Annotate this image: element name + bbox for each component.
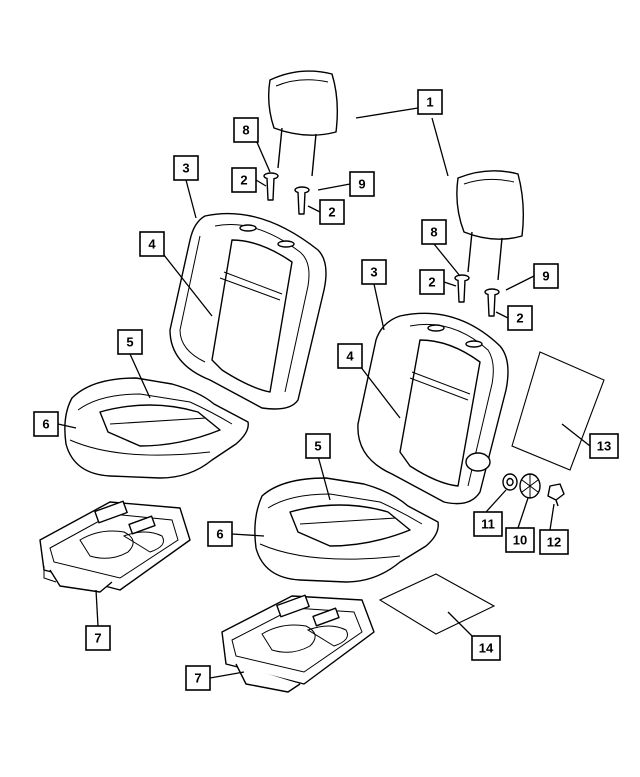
callout-2-right-a-label: 2: [428, 275, 435, 290]
headrest-guide-left-1: [263, 172, 279, 201]
callout-6-left: 6: [33, 411, 59, 437]
callout-1: 1: [417, 89, 443, 115]
callout-2-left-b-label: 2: [328, 205, 335, 220]
callout-6-left-label: 6: [42, 417, 49, 432]
seat-back-left: [169, 212, 327, 410]
callout-13: 13: [589, 433, 619, 459]
headrest-left: [267, 70, 339, 177]
callout-8-left-label: 8: [242, 123, 249, 138]
callout-8-right: 8: [421, 219, 447, 245]
callout-3-left: 3: [173, 155, 199, 181]
headrest-guide-right-2: [484, 288, 500, 317]
callout-12: 12: [539, 529, 569, 555]
callout-10-label: 10: [513, 533, 527, 548]
callout-3-left-label: 3: [182, 161, 189, 176]
callout-2-left-a: 2: [231, 167, 257, 193]
callout-14: 14: [471, 635, 501, 661]
callout-7-right-label: 7: [194, 671, 201, 686]
seat-cushion-left: [64, 377, 249, 479]
callout-9-right-label: 9: [542, 269, 549, 284]
callout-12-label: 12: [547, 535, 561, 550]
callout-5-right-label: 5: [314, 439, 321, 454]
seat-frame-right: [221, 594, 375, 693]
callout-9-left-label: 9: [358, 177, 365, 192]
callout-13-label: 13: [597, 439, 611, 454]
callout-2-left-a-label: 2: [240, 173, 247, 188]
seat-back-right: [357, 312, 509, 505]
callout-5-left-label: 5: [126, 335, 133, 350]
headrest-right: [456, 170, 525, 281]
callout-8-left: 8: [233, 117, 259, 143]
callout-6-right: 6: [207, 521, 233, 547]
headrest-guide-left-2: [294, 186, 310, 215]
callout-10: 10: [505, 527, 535, 553]
callout-3-right-label: 3: [370, 265, 377, 280]
seat-cushion-right: [254, 477, 439, 583]
callout-9-right: 9: [533, 263, 559, 289]
callout-3-right: 3: [361, 259, 387, 285]
callout-4-left-label: 4: [148, 237, 156, 252]
callout-4-right: 4: [337, 343, 363, 369]
callout-2-left-b: 2: [319, 199, 345, 225]
callout-1-label: 1: [426, 95, 433, 110]
callout-6-right-label: 6: [216, 527, 223, 542]
seat-cushion-pad: [378, 573, 496, 635]
callout-5-left: 5: [117, 329, 143, 355]
leader-lines: [57, 107, 591, 679]
callout-7-left-label: 7: [94, 631, 101, 646]
callout-8-right-label: 8: [430, 225, 437, 240]
callout-2-right-b-label: 2: [516, 311, 523, 326]
callout-2-right-b: 2: [507, 305, 533, 331]
callout-5-right: 5: [305, 433, 331, 459]
headrest-guide-right-1: [454, 274, 470, 303]
callout-4-right-label: 4: [346, 349, 354, 364]
callout-7-right: 7: [185, 665, 211, 691]
callout-7-left: 7: [85, 625, 111, 651]
seat-frame-left: [39, 500, 191, 593]
push-fastener: [547, 483, 565, 507]
trim-washer: [502, 473, 518, 491]
callout-11: 11: [473, 511, 503, 537]
callout-14-label: 14: [479, 641, 494, 656]
seat-back-panel: [511, 351, 605, 471]
callout-9-left: 9: [349, 171, 375, 197]
recliner-knob: [519, 473, 541, 499]
callout-2-right-a: 2: [419, 269, 445, 295]
callout-4-left: 4: [139, 231, 165, 257]
callout-11-label: 11: [481, 517, 495, 532]
